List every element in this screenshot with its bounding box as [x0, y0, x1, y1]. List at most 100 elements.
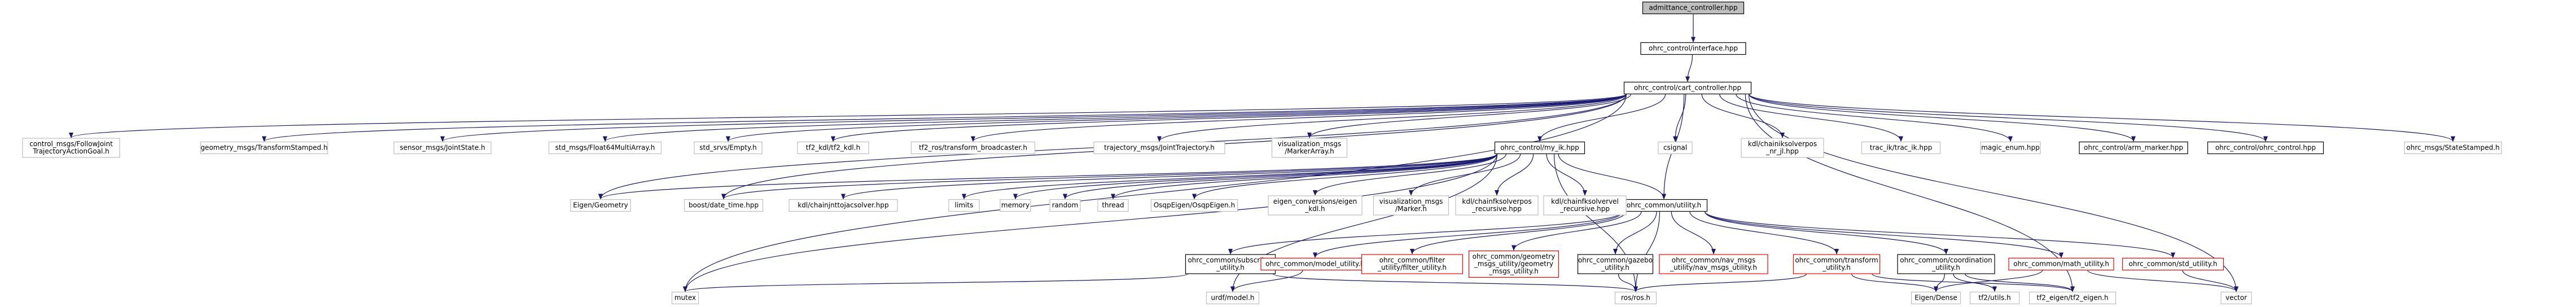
include-edge-cart-controller-to-tf2-kdl	[831, 94, 1627, 142]
graph-node-eigen-geometry: Eigen/Geometry	[570, 199, 631, 212]
include-edge-my-ik-to-eigen-geometry	[598, 154, 1498, 200]
graph-node-box	[1614, 291, 1657, 305]
graph-node-model-utility[interactable]: ohrc_common/model_utility.h	[1260, 257, 1370, 271]
graph-node-label: tf2_eigen/tf2_eigen.h	[2036, 294, 2108, 302]
graph-node-box	[1373, 195, 1449, 216]
include-edge-utility-to-std-utility	[1704, 211, 2175, 258]
graph-node-label: admittance_controller.hpp	[1649, 4, 1737, 12]
include-edge-transform-utility-to-ros-h	[1633, 273, 1807, 292]
graph-node-box	[1658, 141, 1693, 155]
include-edge-my-ik-to-eigen-conversions	[1313, 154, 1506, 196]
include-edge-my-ik-to-thread	[1111, 154, 1498, 200]
graph-node-label: limits	[955, 201, 974, 209]
graph-node-state-stamped: ohrc_msgs/StateStamped.h	[2404, 141, 2502, 155]
graph-node-label: ohrc_common/utility.h	[1627, 201, 1701, 209]
graph-node-std-utility[interactable]: ohrc_common/std_utility.h	[2122, 257, 2224, 271]
include-edge-std-utility-to-vector	[2182, 270, 2238, 292]
graph-node-label: geometry_msgs/TransformStamped.h	[200, 144, 327, 152]
graph-node-label: _utility.h	[1216, 264, 1245, 271]
graph-node-label: ohrc_common/subscriber	[1188, 256, 1273, 264]
graph-node-label: visualization_msgs	[1379, 198, 1443, 205]
graph-node-label: kdl/chainfksolvervel	[1551, 198, 1619, 205]
graph-node-label: magic_enum.hpp	[1981, 144, 2040, 152]
graph-node-label: /Marker.h	[1395, 205, 1427, 213]
include-edge-subscriber-utility-to-ros-h	[1272, 273, 1638, 292]
graph-node-geometry-msgs-utility[interactable]: ohrc_common/geometry_msgs_utility/geomet…	[1468, 250, 1559, 278]
graph-node-osqp-eigen: OsqpEigen/OsqpEigen.h	[1150, 199, 1238, 212]
graph-node-box	[1000, 199, 1031, 212]
graph-node-box	[1659, 254, 1768, 274]
graph-node-label: tf2/utils.h	[1978, 294, 2010, 302]
graph-node-label: thread	[1102, 201, 1124, 209]
graph-node-nav-msgs-utility[interactable]: ohrc_common/nav_msgs_utility/nav_msgs_ut…	[1659, 254, 1768, 274]
graph-node-label: TrajectoryActionGoal.h	[32, 147, 109, 155]
graph-node-label: /MarkerArray.h	[1285, 147, 1334, 155]
graph-node-box	[1640, 42, 1746, 55]
graph-node-box	[1049, 199, 1081, 212]
include-edge-my-ik-to-date-time	[721, 154, 1498, 200]
graph-node-box	[1861, 141, 1941, 155]
graph-node-thread: thread	[1097, 199, 1129, 212]
graph-node-label: ohrc_common/geometry	[1473, 253, 1556, 261]
include-edge-interface-to-cart-controller	[1685, 54, 1693, 82]
include-edge-cart-controller-to-std-empty	[726, 94, 1627, 142]
graph-node-gazebo-utility[interactable]: ohrc_common/gazebo_utility.h	[1577, 254, 1654, 274]
include-edge-cart-controller-to-joint-trajectory	[1157, 94, 1627, 142]
graph-node-box	[1150, 199, 1238, 212]
graph-node-filter-utility[interactable]: ohrc_common/filter_utility/filter_utilit…	[1361, 254, 1464, 274]
graph-node-cart-controller[interactable]: ohrc_control/cart_controller.hpp	[1623, 81, 1752, 95]
graph-node-box	[22, 138, 120, 158]
graph-node-interface[interactable]: ohrc_control/interface.hpp	[1640, 42, 1746, 55]
graph-node-box	[570, 199, 631, 212]
graph-node-transform-stamped: geometry_msgs/TransformStamped.h	[200, 141, 328, 155]
graph-node-box	[910, 141, 1036, 155]
graph-node-label: mutex	[674, 294, 696, 302]
graph-node-label: Eigen/Dense	[1915, 294, 1957, 302]
include-edge-my-ik-to-chainfksolverpos	[1495, 154, 1534, 196]
graph-node-ohrc-control-h[interactable]: ohrc_control/ohrc_control.hpp	[2207, 141, 2324, 155]
graph-node-label: ros/ros.h	[1621, 294, 1650, 302]
graph-node-label: _kdl.h	[1304, 205, 1325, 213]
graph-node-subscriber-utility[interactable]: ohrc_common/subscriber_utility.h	[1185, 254, 1276, 274]
include-edge-my-ik-to-memory	[1013, 154, 1498, 200]
graph-node-box	[1455, 195, 1539, 216]
graph-node-box	[684, 199, 764, 212]
graph-node-admittance-controller[interactable]: admittance_controller.hpp	[1642, 1, 1745, 15]
include-edge-math-utility-to-vector	[2087, 270, 2238, 292]
graph-node-utility[interactable]: ohrc_common/utility.h	[1620, 199, 1708, 212]
graph-node-label: sensor_msgs/JointState.h	[400, 144, 485, 152]
include-edge-cart-controller-to-mutex	[683, 94, 1627, 292]
graph-node-joint-state: sensor_msgs/JointState.h	[393, 141, 492, 155]
graph-node-tf2-kdl: tf2_kdl/tf2_kdl.h	[797, 141, 869, 155]
graph-node-transform-utility[interactable]: ohrc_common/transform_utility.h	[1793, 254, 1881, 274]
graph-node-label: OsqpEigen/OsqpEigen.h	[1154, 201, 1235, 209]
include-edge-cart-controller-to-transform-stamped	[262, 94, 1627, 142]
graph-node-label: control_msgs/FollowJoint	[29, 140, 113, 148]
graph-node-coordination-utility[interactable]: ohrc_common/coordination_utility.h	[1897, 254, 1995, 274]
graph-node-vis-marker: visualization_msgs/Marker.h	[1373, 195, 1449, 216]
graph-node-my-ik[interactable]: ohrc_control/my_ik.hpp	[1494, 141, 1585, 155]
graph-node-label: trac_ik/trac_ik.hpp	[1870, 144, 1932, 152]
graph-node-box	[1793, 254, 1881, 274]
include-edge-cart-controller-to-marker-array	[1307, 94, 1632, 138]
graph-node-box	[1097, 199, 1129, 212]
graph-node-label: std_msgs/Float64MultiArray.h	[555, 144, 655, 152]
include-edge-cart-controller-to-csignal	[1673, 94, 1686, 142]
graph-node-label: ohrc_common/nav_msgs	[1672, 256, 1755, 264]
include-edge-cart-controller-to-tf2-broadcaster	[971, 94, 1627, 142]
graph-node-box	[2079, 141, 2188, 155]
include-edge-my-ik-to-utility	[1558, 154, 1666, 200]
include-edge-my-ik-to-limits	[962, 154, 1498, 200]
include-edge-utility-to-ros-h	[1633, 211, 1661, 292]
graph-node-math-utility[interactable]: ohrc_common/math_utility.h	[2008, 257, 2114, 271]
include-edge-cart-controller-to-follow-joint	[69, 94, 1627, 138]
include-edge-coordination-utility-to-eigen-dense	[1934, 273, 1945, 292]
graph-node-box	[2207, 141, 2324, 155]
graph-node-arm-marker[interactable]: ohrc_control/arm_marker.hpp	[2079, 141, 2188, 155]
include-edge-cart-controller-to-joint-state	[440, 94, 1627, 142]
graph-node-label: _recursive.hpp	[1559, 205, 1610, 213]
include-edge-utility-to-nav-msgs-utility	[1671, 211, 1716, 255]
graph-node-label: ohrc_common/gazebo	[1578, 256, 1653, 264]
graph-node-date-time: boost/date_time.hpp	[684, 199, 764, 212]
